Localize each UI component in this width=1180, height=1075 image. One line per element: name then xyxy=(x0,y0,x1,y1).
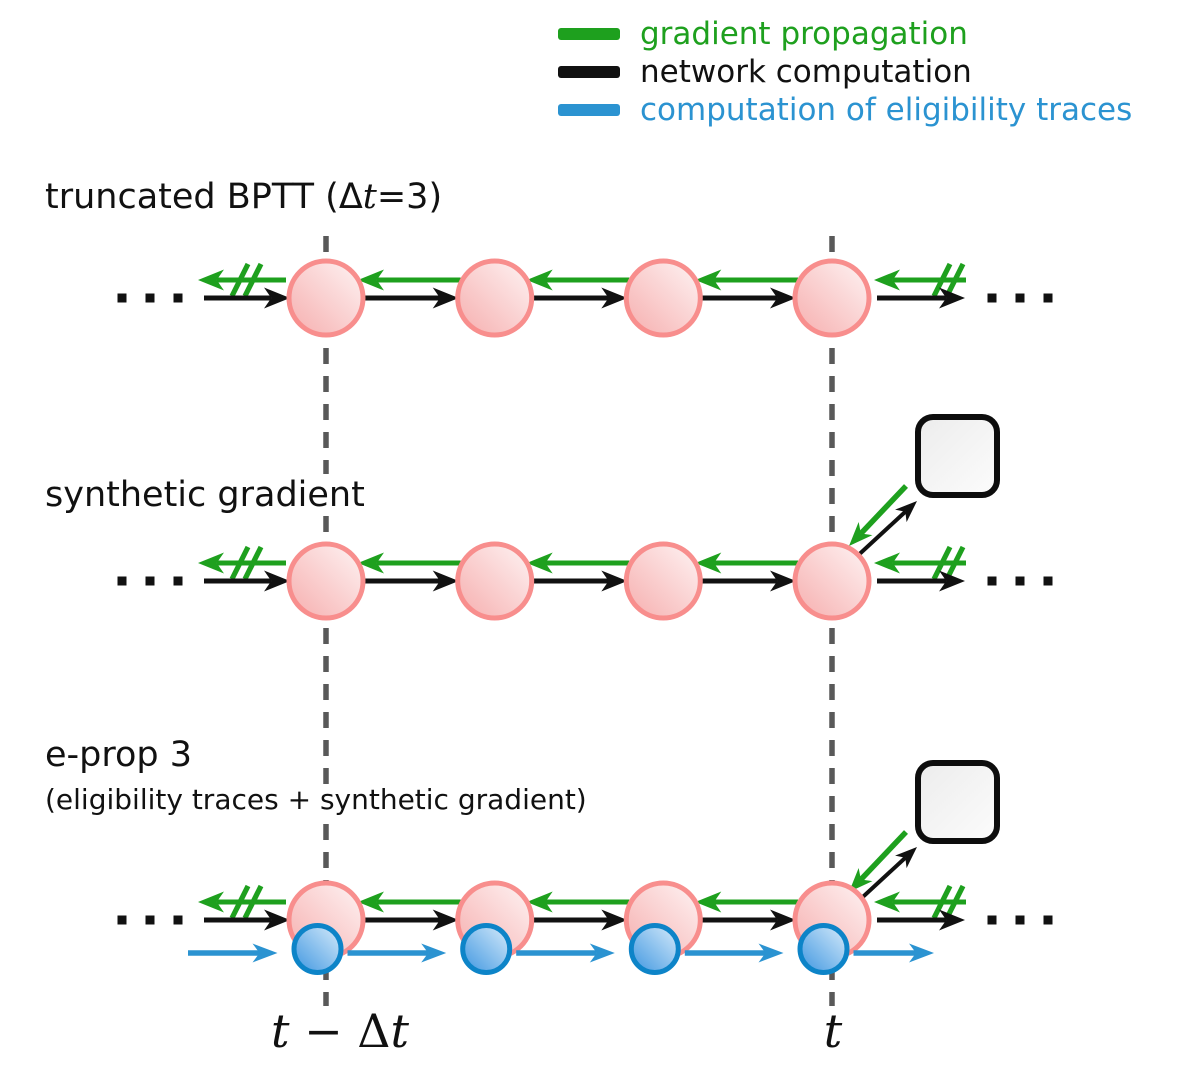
synthetic-gradient-box xyxy=(915,414,1000,498)
eligibility-trace-node xyxy=(291,923,344,975)
computation-arrow xyxy=(699,287,796,309)
computation-arrow xyxy=(362,570,459,592)
truncation-slash-icon xyxy=(931,884,966,920)
ellipsis-dot xyxy=(173,576,183,586)
computation-arrow xyxy=(877,287,965,309)
state-node xyxy=(792,541,872,621)
gradient-arrow xyxy=(358,269,461,291)
ellipsis-dot xyxy=(987,915,997,925)
network-computation-swatch-icon xyxy=(558,66,620,78)
computation-arrow xyxy=(204,909,290,931)
eligibility-trace-arrow xyxy=(516,943,615,963)
ellipsis-dot xyxy=(145,915,155,925)
ellipsis-dot xyxy=(173,915,183,925)
ellipsis-dot xyxy=(145,576,155,586)
section-e-prop-3 xyxy=(117,760,1053,975)
ellipsis-dot xyxy=(1043,915,1053,925)
section-title-e-prop-3: e-prop 3 xyxy=(45,734,201,776)
computation-arrow xyxy=(204,570,290,592)
section-synthetic-gradient xyxy=(117,414,1053,621)
gradient-arrow-from-box xyxy=(849,830,908,892)
gradient-arrow xyxy=(526,269,630,291)
ellipsis-dot xyxy=(987,576,997,586)
computation-arrow xyxy=(699,909,796,931)
legend-item-eligibility-traces: computation of eligibility traces xyxy=(558,91,1132,129)
computation-arrow xyxy=(877,570,965,592)
state-node xyxy=(455,258,535,338)
truncation-slash-icon xyxy=(229,262,264,298)
computation-arrow xyxy=(362,287,459,309)
state-node xyxy=(623,258,703,338)
computation-arrow xyxy=(530,570,628,592)
legend-label: gradient propagation xyxy=(640,15,968,52)
truncation-slash-icon xyxy=(229,884,264,920)
eligibility-traces-swatch-icon xyxy=(558,104,620,116)
ellipsis-dot xyxy=(173,293,183,303)
eligibility-trace-arrow xyxy=(347,943,447,963)
section-title-synthetic-gradient: synthetic gradient xyxy=(45,474,373,516)
computation-arrow xyxy=(204,287,290,309)
state-node xyxy=(623,541,703,621)
eligibility-trace-node xyxy=(460,923,513,975)
state-node xyxy=(286,258,366,338)
computation-arrow-to-box xyxy=(851,501,917,562)
synthetic-gradient-box xyxy=(915,760,1000,844)
computation-arrow xyxy=(530,909,628,931)
gradient-arrow xyxy=(358,891,461,913)
ellipsis-dot xyxy=(987,293,997,303)
legend-label: network computation xyxy=(640,53,972,90)
section-title-truncated-bptt: truncated BPTT (Δt=3) xyxy=(45,176,451,218)
truncation-slash-icon xyxy=(229,545,264,581)
time-axis-label-t-minus-dt: t − Δt xyxy=(270,1004,410,1058)
gradient-arrow-from-box xyxy=(849,484,908,546)
state-node xyxy=(455,541,535,621)
ellipsis-dot xyxy=(145,293,155,303)
eligibility-trace-arrow xyxy=(188,943,278,963)
truncation-slash-icon xyxy=(931,545,966,581)
gradient-arrow xyxy=(526,552,630,574)
section-subtitle-e-prop-3: (eligibility traces + synthetic gradient… xyxy=(45,783,595,817)
ellipsis-dot xyxy=(117,293,127,303)
legend: gradient propagation network computation… xyxy=(558,15,1132,129)
eligibility-trace-arrow xyxy=(853,943,934,963)
eligibility-trace-arrow xyxy=(684,943,784,963)
ellipsis-dot xyxy=(1043,576,1053,586)
gradient-arrow xyxy=(358,552,461,574)
legend-item-network-computation: network computation xyxy=(558,53,1132,91)
ellipsis-dot xyxy=(1043,293,1053,303)
eligibility-trace-node xyxy=(797,923,850,975)
computation-arrow xyxy=(530,287,628,309)
ellipsis-dot xyxy=(1015,915,1025,925)
state-node xyxy=(286,541,366,621)
legend-label: computation of eligibility traces xyxy=(640,91,1133,128)
ellipsis-dot xyxy=(1015,293,1025,303)
state-node xyxy=(792,258,872,338)
gradient-arrow xyxy=(695,269,798,291)
legend-item-gradient-propagation: gradient propagation xyxy=(558,15,1132,53)
section-truncated-bptt xyxy=(117,258,1053,338)
gradient-propagation-swatch-icon xyxy=(558,28,620,40)
truncation-slash-icon xyxy=(931,262,966,298)
ellipsis-dot xyxy=(1015,576,1025,586)
gradient-arrow xyxy=(526,891,630,913)
ellipsis-dot xyxy=(117,915,127,925)
computation-arrow xyxy=(877,909,965,931)
eligibility-trace-node xyxy=(628,923,681,975)
time-axis-label-t: t xyxy=(823,1004,843,1058)
computation-arrow xyxy=(699,570,796,592)
ellipsis-dot xyxy=(117,576,127,586)
gradient-arrow xyxy=(695,891,798,913)
computation-arrow xyxy=(362,909,459,931)
gradient-arrow xyxy=(695,552,798,574)
